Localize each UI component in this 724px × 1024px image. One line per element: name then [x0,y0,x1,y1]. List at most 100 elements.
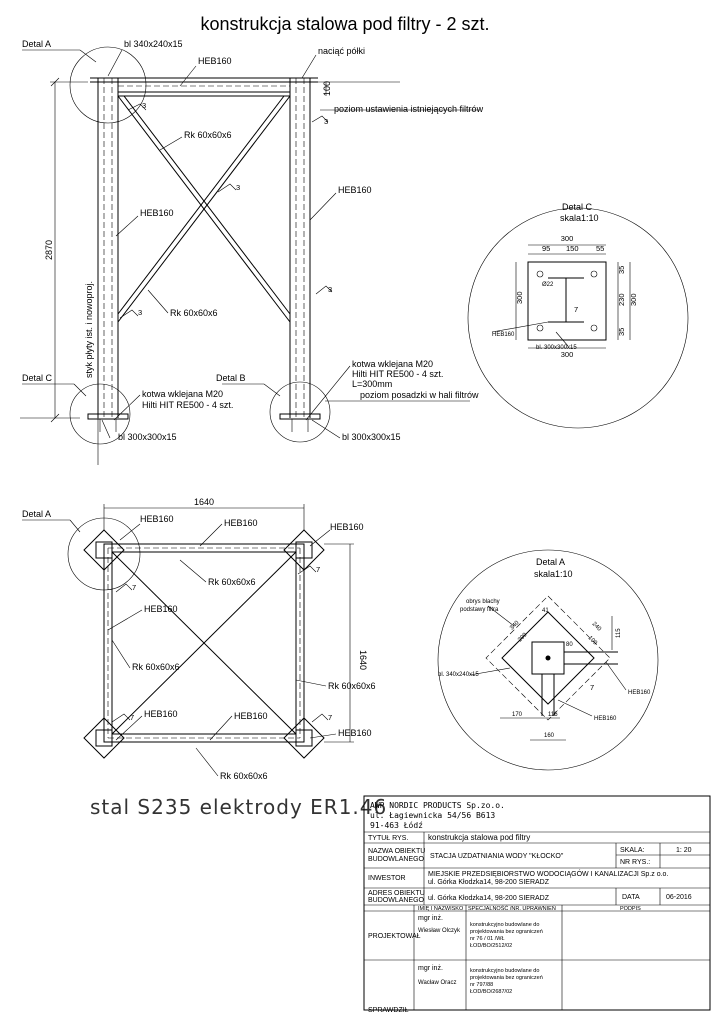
label-base-plate-left: bl 300x300x15 [118,432,177,442]
label-slab-joint: styk płyty ist. i nowoproj. [84,281,94,378]
detail-a-big-circle [437,549,659,771]
detail-a-view: Detal A skala1:10 obrys blachy podstawy … [437,549,659,771]
tb-designer-spec-3: nr 76 / 01 /WŁ [470,936,505,942]
plan-weld-size-3: 7 [130,713,134,722]
detail-c-dim-150: 150 [566,244,579,253]
detail-a-dim-116: 116 [548,712,558,718]
leader-top-beam [179,65,197,87]
tb-scale-value: 1: 20 [676,847,692,854]
plan-weld-size-4: 7 [328,713,332,722]
tb-date-label: DATA [622,894,640,901]
plan-leader-heb6 [209,715,233,741]
detail-a-dim-170: 170 [512,712,523,718]
label-detail-a-elev: Detal A [22,39,51,49]
label-floor-level: poziom posadzki w hali filtrów [360,390,479,400]
tb-object-label-2: BUDOWLANEGO [368,856,425,863]
leader-anchor-left [113,394,141,421]
plan-leader-heb3 [309,529,331,547]
detail-a-beam-label-2: HEB160 [594,716,617,722]
plan-column-bl [95,729,113,747]
plan-label-width: 1640 [194,497,214,507]
detail-c-dim-55: 55 [596,244,604,253]
leader-detail-b-2 [263,383,281,397]
plan-label-depth: 1640 [358,650,368,670]
brace-diagonal-2 [117,95,291,323]
plan-weld-size-2: 7 [316,565,320,574]
tb-investor-2: ul. Górka Kłodzka14, 98-200 SIERADZ [428,879,550,886]
label-anchor-right-2: Hilti HIT RE500 - 4 szt. [352,369,443,379]
detail-c-hole-label: Ø22 [542,282,554,288]
detail-c-dim-95: 95 [542,244,550,253]
label-brace-lower: Rk 60x60x6 [170,308,218,318]
detail-a-dim-115: 115 [616,628,622,638]
detail-c-hole-4 [590,324,598,332]
plan-label-heb-2: HEB160 [224,518,258,528]
tb-checker-name: Wacław Oracz [418,980,456,986]
plan-label-rk-2: Rk 60x60x6 [132,662,180,672]
detail-a-leader-outline [487,605,515,627]
leader-right-col [309,192,337,221]
detail-c-scale: skala1:10 [560,213,599,223]
plan-corner-plate-bl [83,717,125,759]
tb-col-name: IMIĘ I NAZWISKO [418,906,464,912]
detail-c-dim-35-top: 35 [617,266,626,274]
detail-c-plate [527,261,607,341]
label-height-dim: 2870 [44,240,54,260]
label-top-beam: HEB160 [198,56,232,66]
leader-detail-a-2 [79,49,97,63]
plan-label-heb-3: HEB160 [330,522,364,532]
tb-checker-spec-3: nr 797/88 [470,982,493,988]
plan-label-rk-3: Rk 60x60x6 [328,681,376,691]
plan-view: Detal A 1640 1640 HEB160 HEB160 HEB160 R… [22,497,376,781]
tb-date-value: 06-2016 [666,894,692,901]
plan-column-tr [295,541,313,559]
plan-weld-4 [311,713,329,723]
tb-drawing-no-label: NR RYS.: [620,859,650,866]
detail-c-dim-230: 230 [617,293,626,306]
detail-b-circle [269,381,331,443]
tb-designer-role: PROJEKTOWAŁ [368,933,421,940]
plan-diagonal-2 [111,551,297,735]
plan-leader-heb1 [119,523,141,541]
plan-weld-2 [297,565,317,575]
weld-symbol-3 [217,183,237,193]
detail-a-outline-2: podstawy filtra [460,607,499,613]
tb-designer-spec-1: konstrukcyjno budowlane do [470,922,539,928]
plan-leader-rk1 [179,559,207,583]
tb-address-label-2: BUDOWLANEGO [368,897,425,904]
detail-a-dim-160: 160 [544,733,555,739]
weld-symbol-5 [119,309,139,319]
detail-c-hole-1 [536,270,544,278]
tb-title-value: konstrukcja stalowa pod filtry [428,833,530,842]
leader-left-col [115,215,139,237]
title-block-frame [363,795,711,1011]
detail-a-title: Detal A [536,557,565,567]
detail-a-leader-beam-1 [605,661,627,691]
label-anchor-left-1: kotwa wklejana M20 [142,389,223,399]
tb-checker-spec-4: ŁOD/BO/2687/02 [470,989,512,995]
detail-a-beam-label-1: HEB160 [628,690,651,696]
leader-detail-c-2 [73,383,87,397]
label-dim-100: 100 [322,81,332,96]
detail-a-dim-340: 340 [509,620,521,632]
detail-a-plate-label: bl. 340x240x15 [438,672,479,678]
detail-c-leader-heb [491,321,549,333]
plan-label-rk-4: Rk 60x60x6 [220,771,268,781]
detail-a-dim-80: 80 [566,642,573,648]
plan-label-heb-7: HEB160 [338,728,372,738]
label-anchor-right-1: kotwa wklejana M20 [352,359,433,369]
tb-company-2: ul. Łagiewnicka 54/56 B613 [370,811,495,820]
right-base-plate [279,413,321,420]
detail-a-column [531,641,565,675]
detail-a-center [545,655,551,661]
plan-leader-rk2 [111,639,131,669]
tb-col-sign: PODPIS [620,906,641,912]
leader-shelf [301,54,317,79]
detail-a-filter-outline [485,595,611,721]
plan-weld-1 [115,583,133,593]
leader-anchor-right [305,365,351,421]
weld-symbol-4 [315,285,333,295]
detail-a-outline-1: obrys blachy [466,599,500,605]
detail-c-dim-300-left: 300 [515,291,524,304]
